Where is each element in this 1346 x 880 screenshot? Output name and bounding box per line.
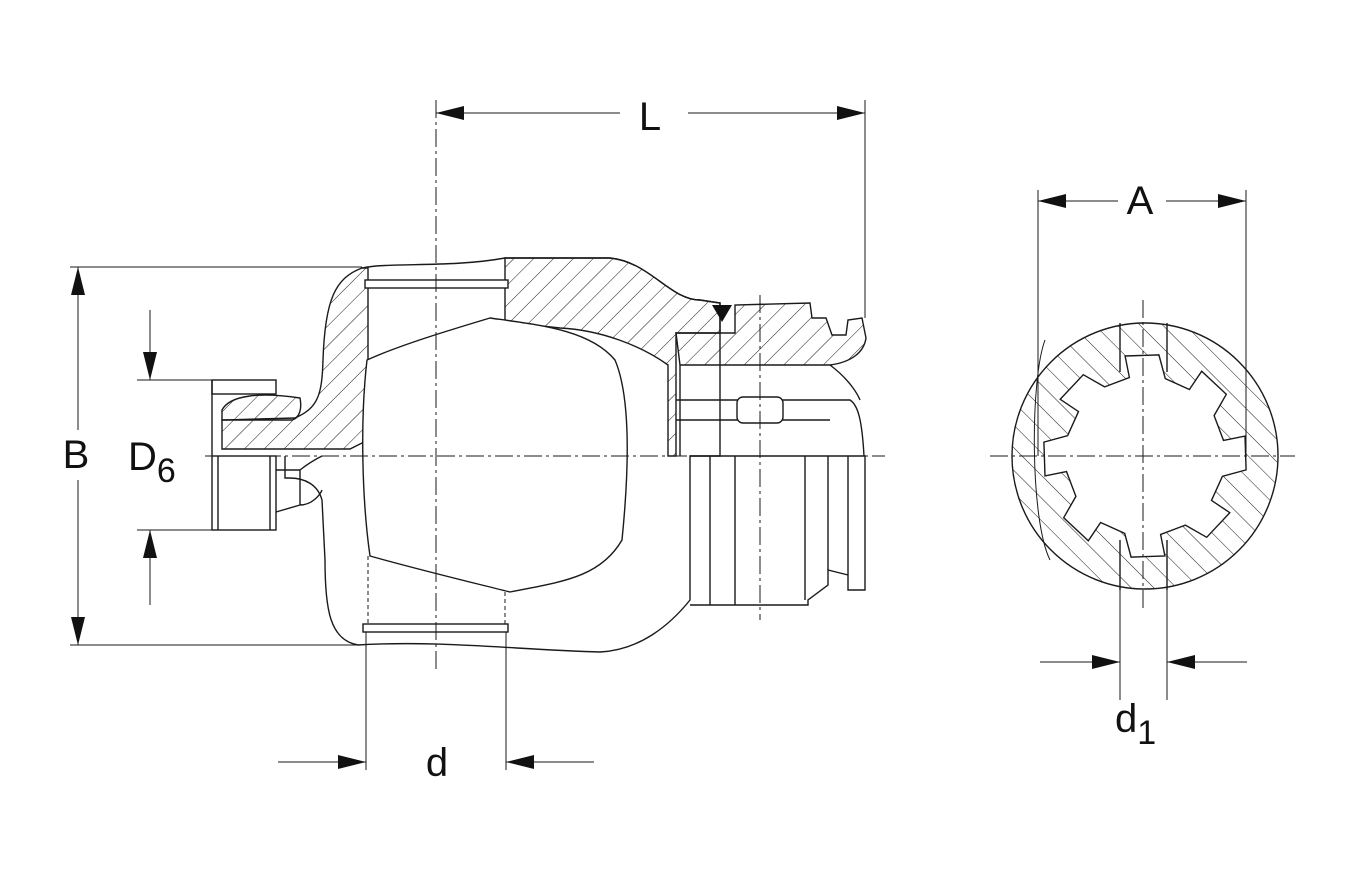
yoke-upper-right-section <box>504 257 721 457</box>
sleeve-lower-outline <box>690 455 866 606</box>
yoke-upper-lobe-section <box>221 267 369 450</box>
dimension-d: d <box>278 632 594 785</box>
dimension-A: A <box>1037 179 1247 456</box>
label-B: B <box>63 433 90 477</box>
dimension-L: L <box>436 95 866 318</box>
hub-lower <box>211 455 277 531</box>
label-D6: D6 <box>128 435 176 490</box>
label-A: A <box>1127 179 1154 223</box>
label-d1: d1 <box>1115 697 1156 752</box>
dimension-D6: D6 <box>128 310 212 605</box>
spline-end-view <box>990 300 1295 612</box>
sleeve-section <box>675 302 867 366</box>
clamp-ring-section <box>221 394 302 421</box>
dimension-B: B <box>63 266 362 646</box>
hub-upper <box>211 379 277 395</box>
dimension-d1: d1 <box>1040 590 1247 752</box>
joint-side-view <box>211 257 867 653</box>
weld-mark-icon <box>712 305 732 322</box>
label-d: d <box>426 741 448 785</box>
cross-spider <box>362 317 628 593</box>
label-L: L <box>639 95 661 139</box>
